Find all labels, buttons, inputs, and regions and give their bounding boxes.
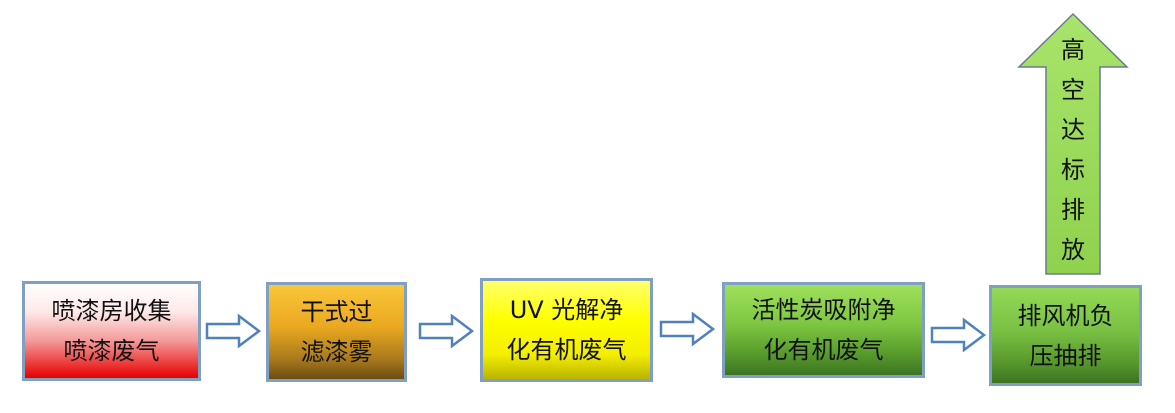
node-exhaust-fan: 排风机负 压抽排	[989, 285, 1142, 386]
node-label-line: UV 光解净	[509, 296, 624, 324]
flow-arrow-3	[659, 312, 715, 346]
flow-arrow-1	[205, 314, 261, 348]
node-label-line: 化有机废气	[763, 336, 884, 364]
node-label-line: 活性炭吸附净	[751, 296, 896, 324]
flow-arrow-2	[418, 314, 474, 348]
node-label-line: 排风机负	[1017, 301, 1114, 330]
node-label-line: 滤漆雾	[300, 338, 373, 366]
exhaust-char: 高	[1061, 36, 1085, 64]
exhaust-char: 达	[1061, 116, 1085, 144]
exhaust-char: 排	[1061, 196, 1085, 224]
exhaust-up-arrow	[1017, 12, 1129, 275]
node-label-line: 喷漆废气	[63, 337, 160, 365]
node-label-line: 喷漆房收集	[51, 297, 172, 325]
node-label-line: 化有机废气	[506, 336, 627, 364]
flow-arrow-4	[930, 318, 986, 352]
node-dry-filter: 干式过 滤漆雾	[266, 282, 407, 382]
node-label-line: 压抽排	[1029, 341, 1102, 370]
exhaust-char: 标	[1061, 156, 1085, 184]
node-label-line: 干式过	[300, 298, 373, 326]
node-activated-carbon: 活性炭吸附净 化有机废气	[722, 282, 925, 378]
exhaust-label: 高 空 达 标 排 放	[1050, 30, 1096, 270]
node-uv-photolysis: UV 光解净 化有机废气	[480, 278, 653, 382]
exhaust-char: 空	[1061, 76, 1085, 104]
exhaust-char: 放	[1061, 236, 1085, 264]
node-spray-booth-collection: 喷漆房收集 喷漆废气	[22, 281, 201, 381]
